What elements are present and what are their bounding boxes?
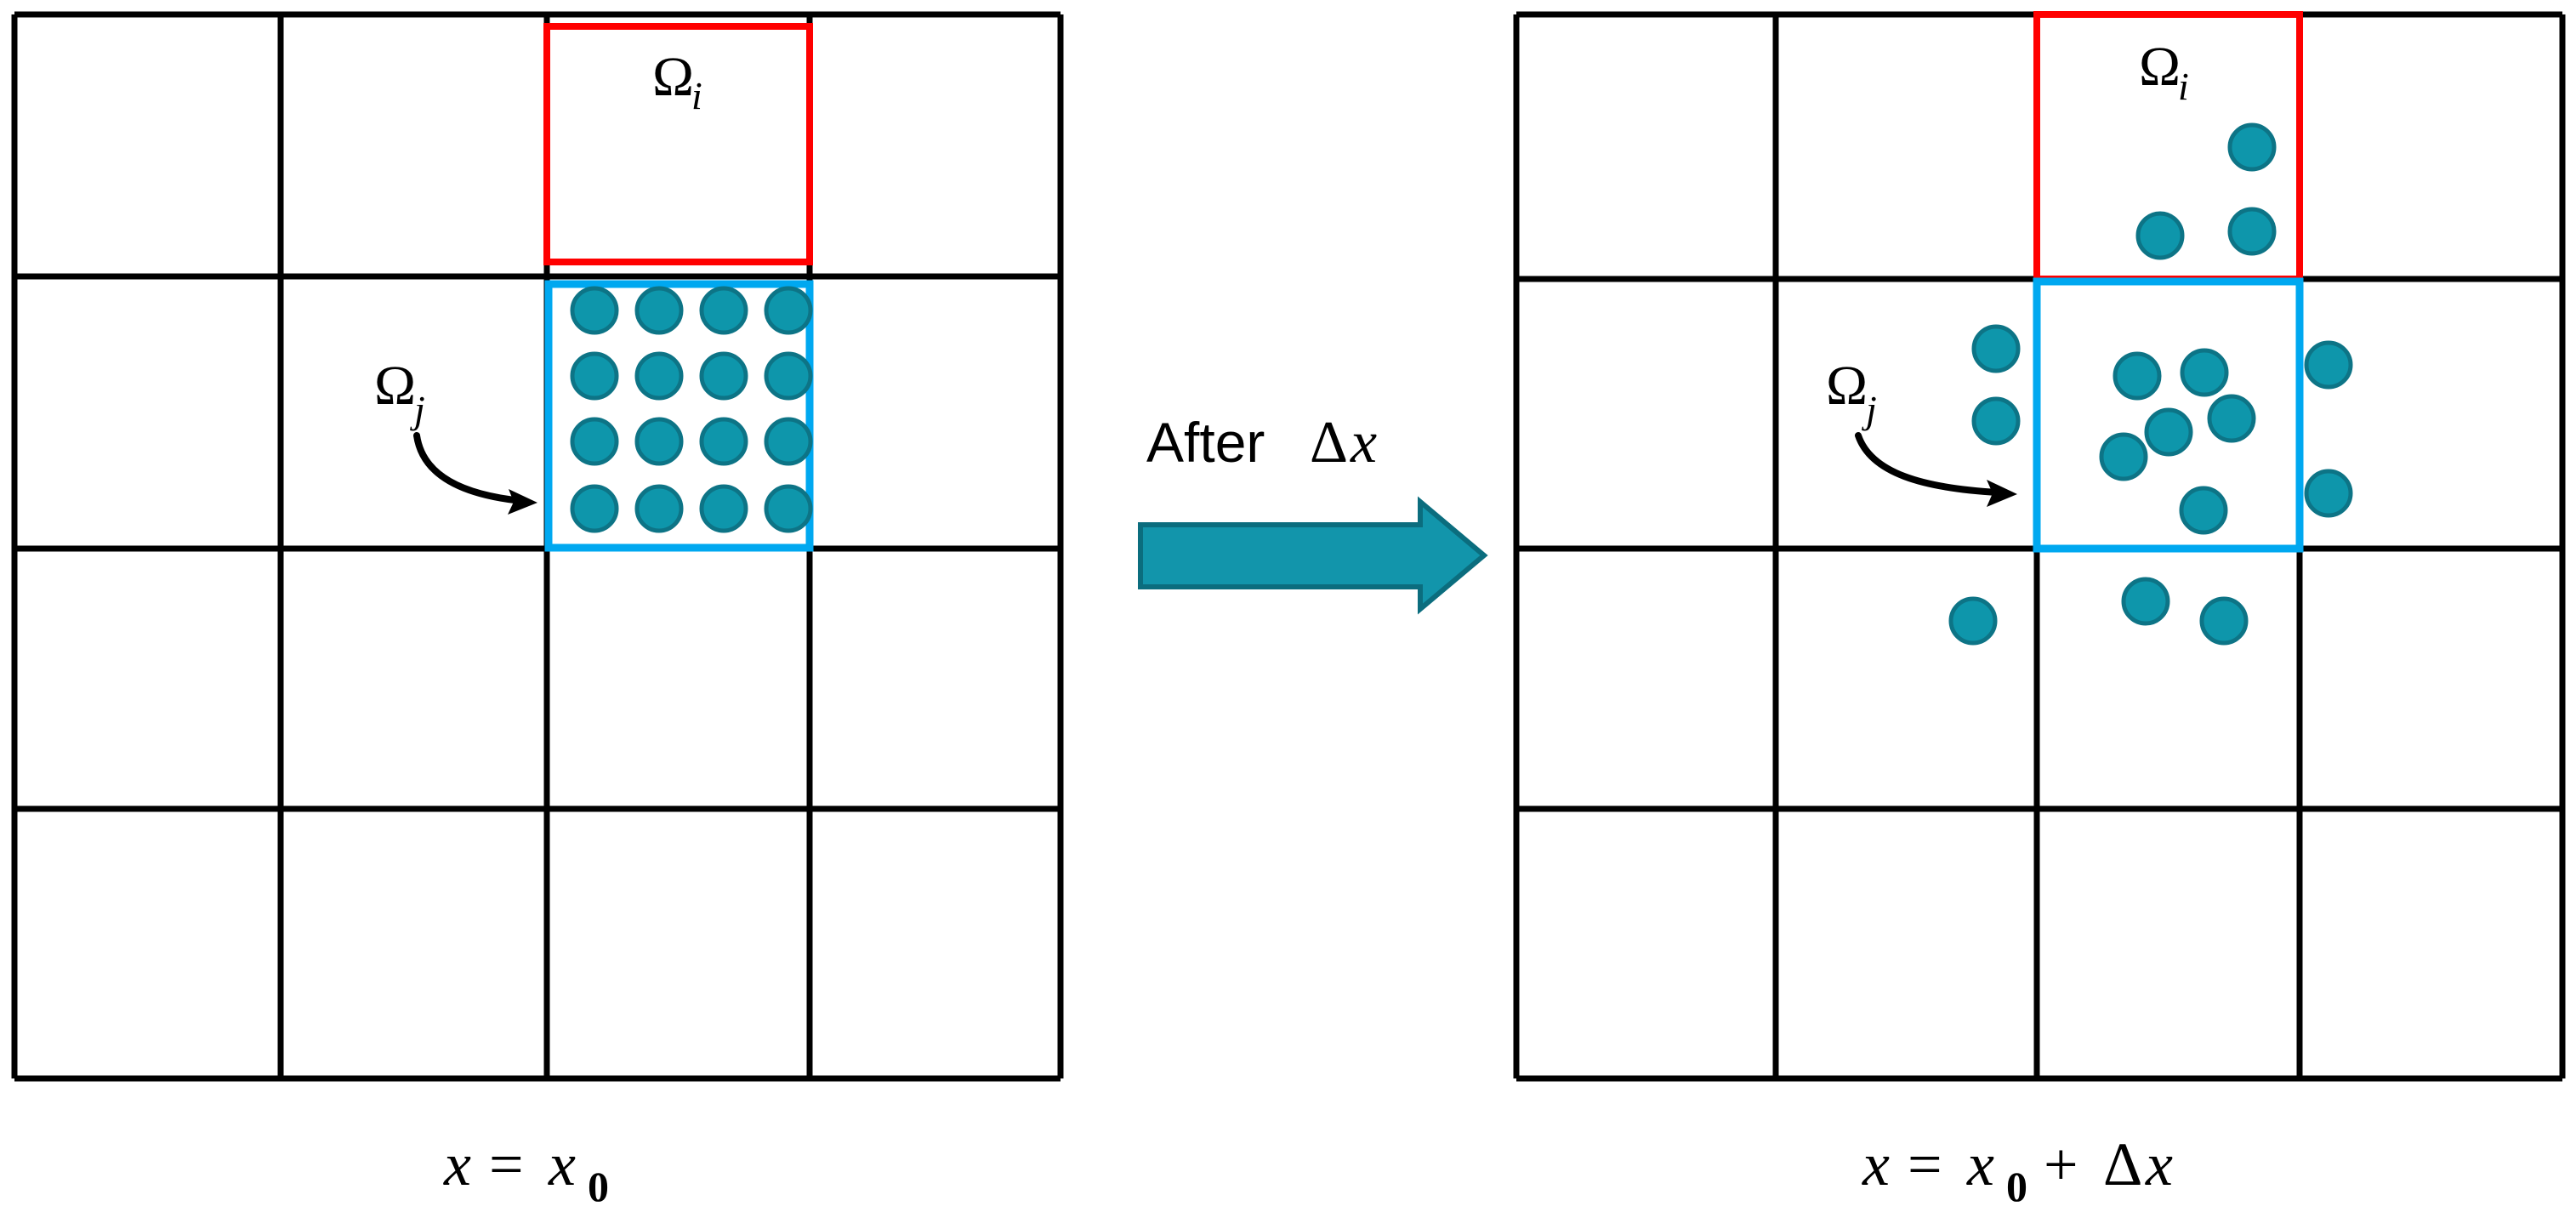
right-caption-delta-var: x [2145,1130,2173,1198]
particle [2304,340,2353,390]
particle [570,417,619,466]
particle [634,484,684,533]
particle [2304,469,2353,518]
right-omega-j-callout-arrow [1855,432,2017,507]
right-caption-subscript: 0 [2006,1163,2027,1210]
left-caption-variable: x [443,1130,471,1198]
particle [699,417,748,466]
particle [764,351,813,401]
right-omega-i-label-base: Ω [2139,36,2181,98]
particle [699,484,748,533]
particle [2207,394,2256,443]
after-label-prefix: After [1146,411,1265,474]
left-caption-value: x [548,1130,576,1198]
particle [699,286,748,335]
particle [2099,432,2148,481]
particle [570,286,619,335]
right-particle-cluster [1948,122,2353,646]
right-caption-plus: + [2044,1130,2078,1198]
particle [699,351,748,401]
particle [570,351,619,401]
right-caption-value: x [1966,1130,1994,1198]
right-caption: x = x 0 + Δ x [1862,1130,2173,1210]
particle [1948,596,1998,646]
right-caption-variable: x [1862,1130,1890,1198]
after-label-delta: Δ [1310,410,1348,475]
left-particle-cluster [570,286,813,533]
particle [2121,577,2170,626]
particle [634,286,684,335]
right-omega-j-label-sub: j [1862,388,1877,431]
left-grid [11,11,1064,1082]
particle [570,484,619,533]
left-omega-i-label: Ω i [652,46,702,117]
transition-arrow-icon [1138,496,1488,615]
particle [2227,207,2277,256]
after-label-variable: x [1350,410,1377,475]
particle [1971,396,2021,446]
right-omega-j-box [2033,277,2304,553]
particle [764,286,813,335]
right-caption-delta: Δ [2103,1130,2142,1198]
left-omega-j-box [544,280,814,552]
particle [1971,324,2021,373]
particle [634,351,684,401]
left-omega-j-label: Ω j [374,355,425,431]
right-omega-j-label-base: Ω [1826,355,1868,417]
particle [2180,348,2229,397]
left-caption-subscript: 0 [588,1163,609,1210]
left-omega-j-callout-arrow [413,432,537,515]
left-omega-j-label-base: Ω [374,355,416,417]
particle [2113,351,2162,401]
left-omega-j-label-sub: j [410,388,425,431]
left-caption-equals: = [489,1130,524,1198]
right-panel: Ω i Ω j [1513,11,2566,1210]
particle [2144,407,2193,457]
particle [2135,211,2185,260]
particle [764,417,813,466]
left-omega-i-label-base: Ω [652,46,694,108]
right-caption-equals: = [1908,1130,1942,1198]
left-panel: Ω i Ω j [11,11,1064,1210]
left-omega-i-box [543,23,813,265]
particle [2199,596,2249,646]
particle [764,484,813,533]
right-omega-i-label: Ω i [2139,36,2189,108]
left-caption: x = x 0 [443,1130,609,1210]
right-omega-i-label-sub: i [2178,65,2189,108]
particle [634,417,684,466]
particle [2179,486,2228,535]
transition-panel: After Δ x [1138,410,1488,615]
right-omega-j-label: Ω j [1826,355,1877,431]
particle [2227,122,2277,172]
left-omega-i-label-sub: i [691,74,702,117]
